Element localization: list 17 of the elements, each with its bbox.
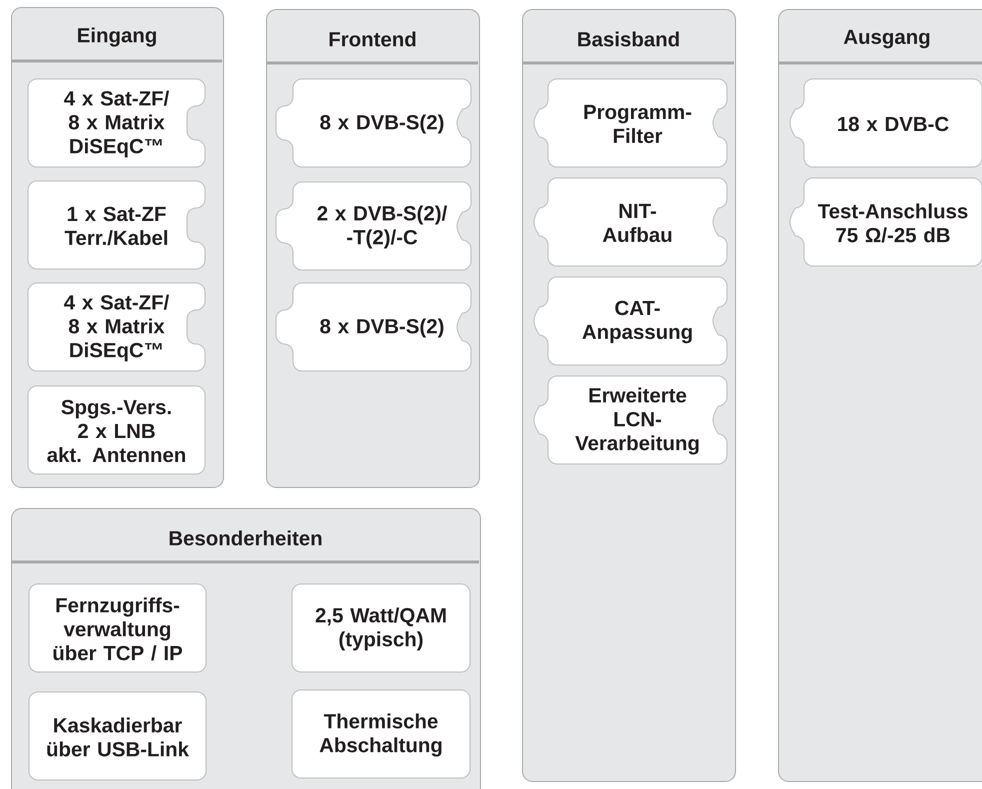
- feature-box: Thermische Abschaltung: [292, 690, 470, 778]
- puzzle-piece: 4 x Sat-ZF/ 8 x Matrix DiSEqC™: [28, 78, 206, 168]
- puzzle-piece: NIT- Aufbau: [534, 178, 728, 266]
- puzzle-piece: Programm- Filter: [534, 78, 728, 168]
- feature-box: 2,5 Watt/QAM (typisch): [292, 584, 470, 672]
- puzzle-piece: CAT- Anpassung: [534, 276, 728, 366]
- feature-box: Fernzugriffs- verwaltung über TCP / IP: [28, 584, 206, 672]
- puzzle-piece: 2 x DVB-S(2)/ -T(2)/-C: [276, 182, 472, 270]
- puzzle-piece: 1 x Sat-ZF Terr./Kabel: [28, 180, 206, 270]
- puzzle-piece: Erweiterte LCN- Verarbeitung: [534, 376, 728, 464]
- puzzle-piece: 8 x DVB-S(2): [276, 78, 472, 168]
- puzzle-piece: 8 x DVB-S(2): [276, 282, 472, 372]
- feature-box: Kaskadierbar über USB-Link: [28, 692, 206, 780]
- puzzle-piece: 18 x DVB-C: [790, 78, 982, 168]
- puzzle-piece: 4 x Sat-ZF/ 8 x Matrix DiSEqC™: [28, 282, 206, 372]
- feature-box: Spgs.-Vers. 2 x LNB akt. Antennen: [28, 386, 206, 474]
- puzzle-piece: Test-Anschluss 75 Ω/-25 dB: [790, 178, 982, 266]
